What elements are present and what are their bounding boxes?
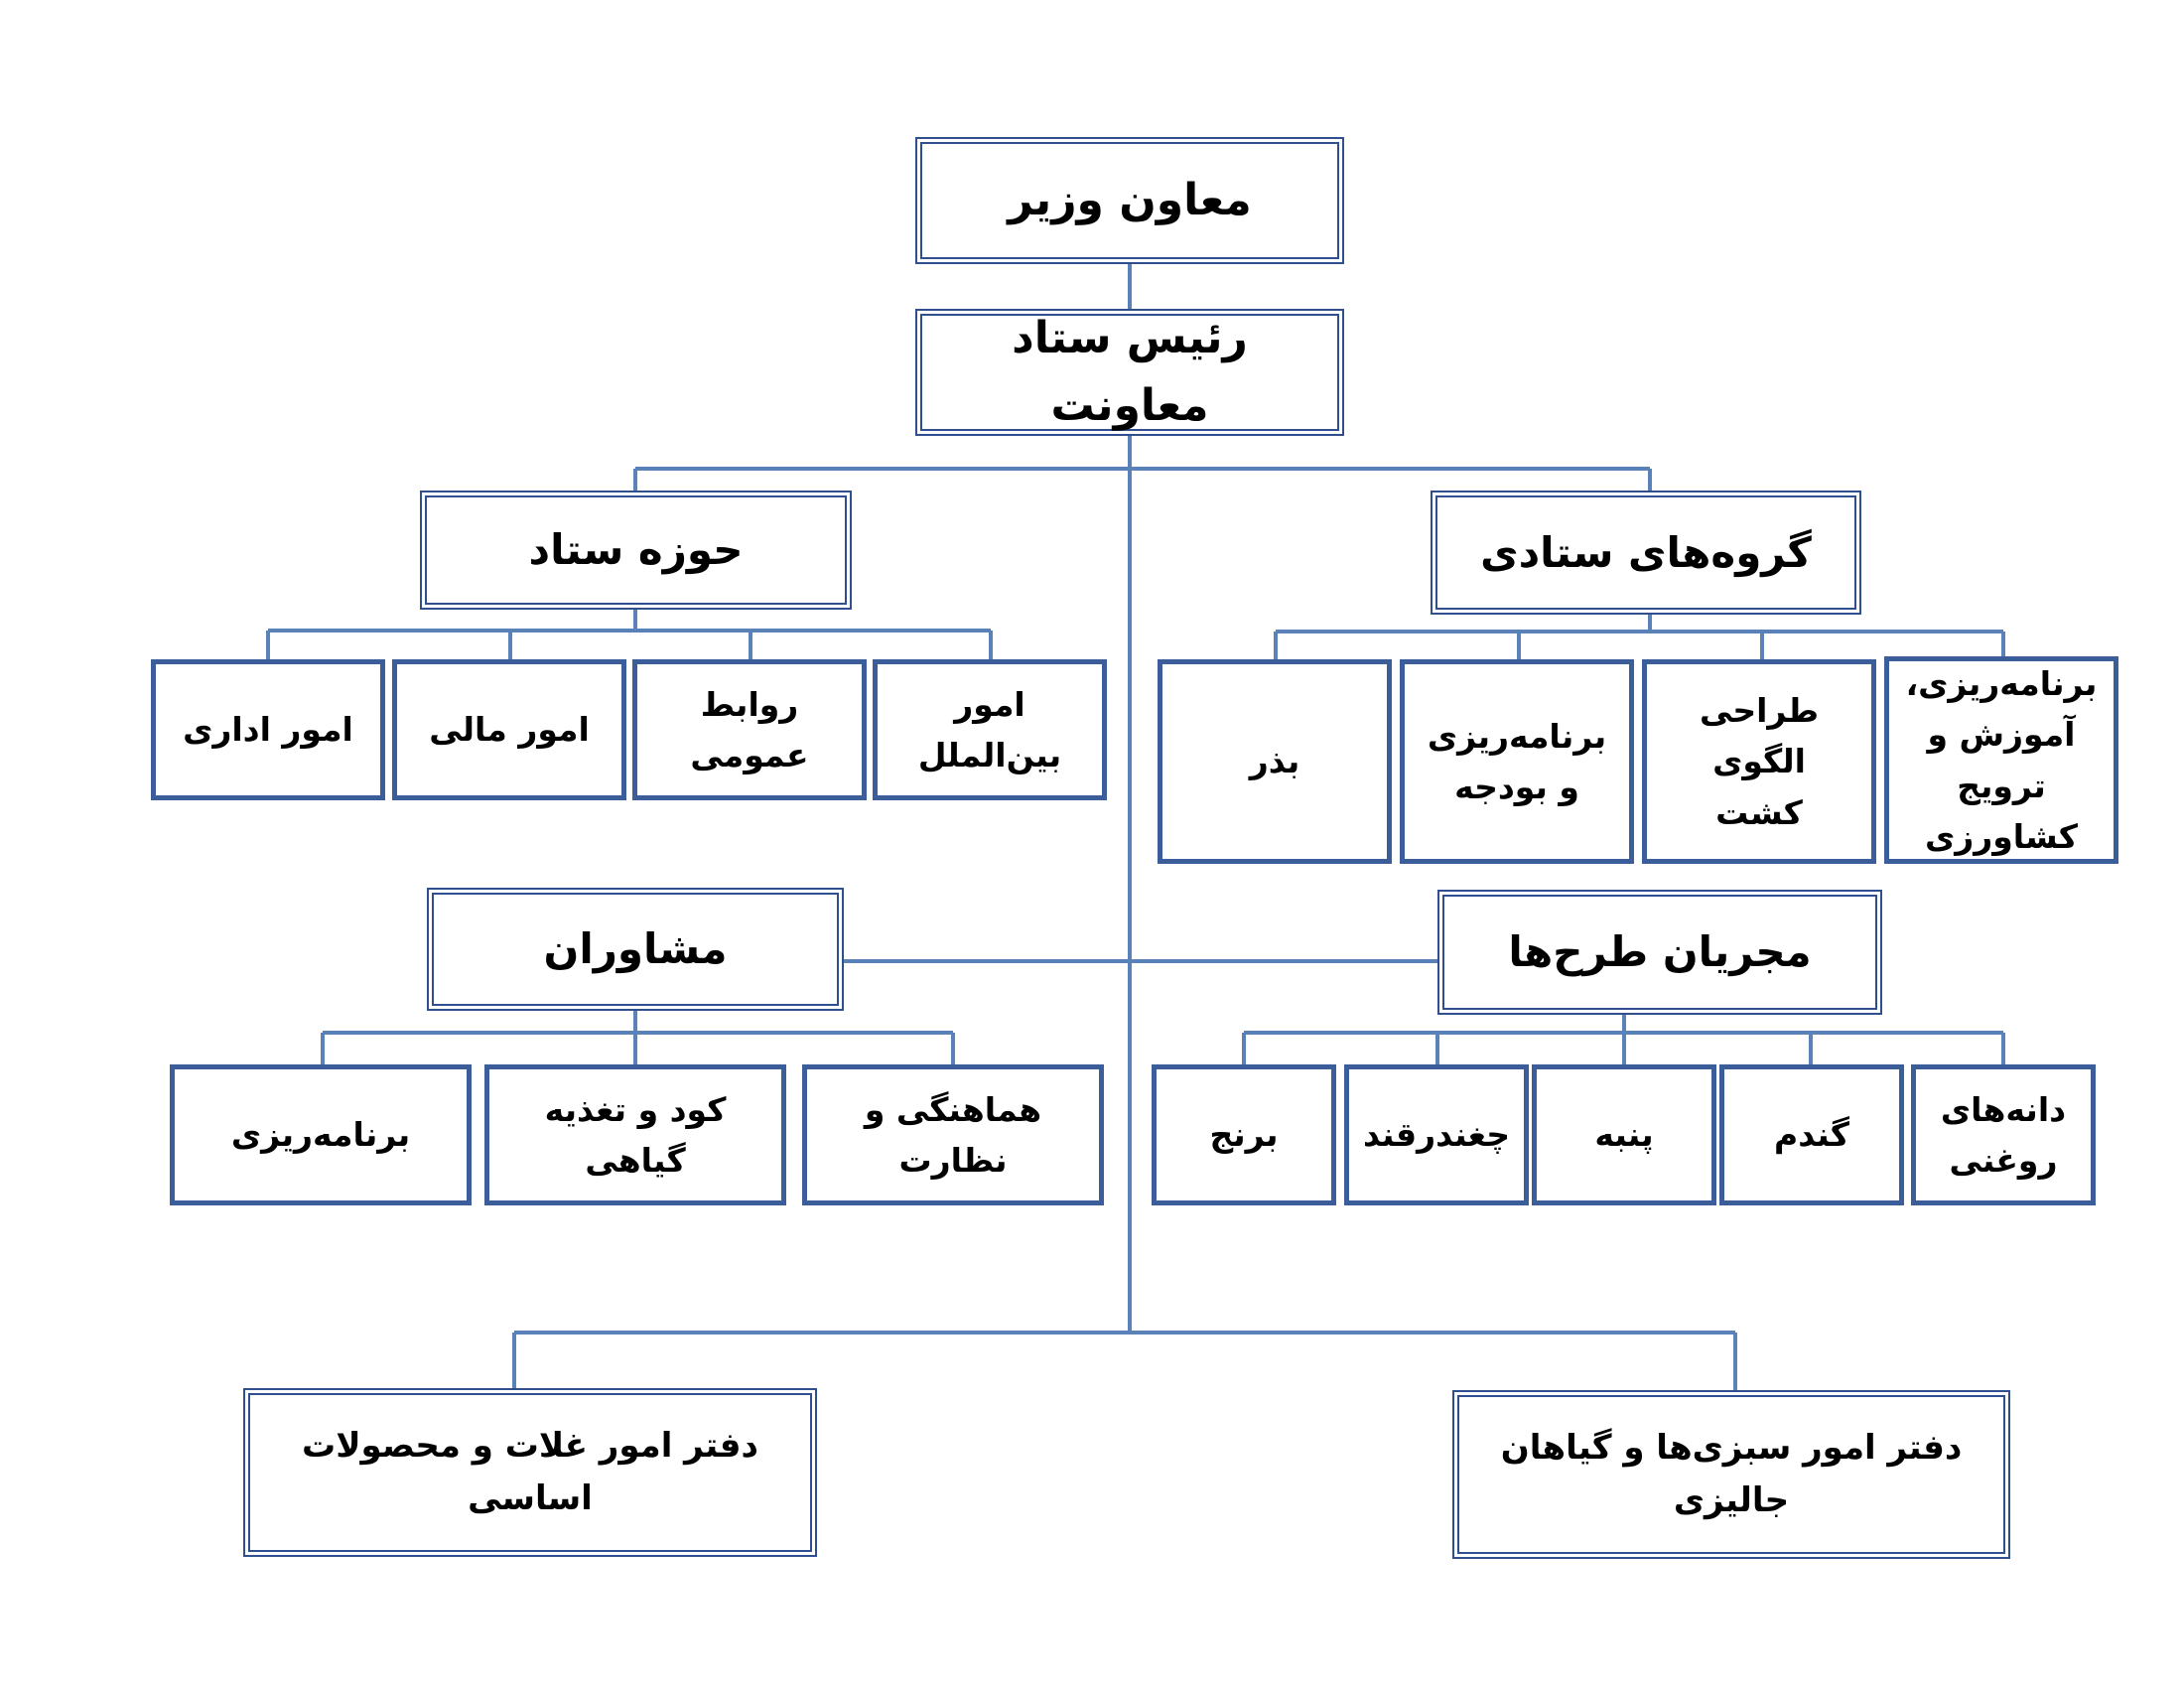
staff-head-label: رئیس ستاد معاونت xyxy=(1012,312,1248,431)
fertilizer-nutrition-label: کود و تغذیه گیاهی xyxy=(544,1089,727,1180)
admin-affairs-box: امور اداری xyxy=(151,659,385,800)
oilseeds-label: دانه‌های روغنی xyxy=(1940,1089,2067,1180)
deputy-minister-label: معاون وزیر xyxy=(1008,174,1252,225)
grains-office-label: دفتر امور غلات و محصولات اساسی xyxy=(302,1426,758,1518)
groups-setadi-title: گروه‌های ستادی xyxy=(1480,527,1812,577)
cultivation-pattern-label: طراحی الگوی کشت xyxy=(1699,691,1820,832)
groups-setadi-box: گروه‌های ستادی xyxy=(1431,491,1861,615)
coordination-supervision-label: هماهنگی و نظارت xyxy=(864,1089,1042,1180)
project-executors-box: مجریان طرح‌ها xyxy=(1437,890,1882,1015)
admin-affairs-label: امور اداری xyxy=(183,710,353,750)
planning-budget-label: برنامه‌ریزی و بودجه xyxy=(1427,716,1607,806)
seed-label: بذر xyxy=(1249,742,1300,781)
cotton-label: پنبه xyxy=(1594,1115,1654,1155)
staff-head-box: رئیس ستاد معاونت xyxy=(915,309,1344,436)
training-extension-label: برنامه‌ریزی، آموزش و ترویج کشاورزی xyxy=(1905,664,2098,856)
financial-affairs-box: امور مالی xyxy=(392,659,626,800)
advisors-box: مشاوران xyxy=(427,888,844,1011)
vegetables-office-box: دفتر امور سبزی‌ها و گیاهان جالیزی xyxy=(1452,1390,2010,1559)
rice-label: برنج xyxy=(1209,1115,1279,1155)
rice-box: برنج xyxy=(1152,1064,1336,1205)
coordination-supervision-box: هماهنگی و نظارت xyxy=(802,1064,1104,1205)
vegetables-office-label: دفتر امور سبزی‌ها و گیاهان جالیزی xyxy=(1500,1428,1963,1520)
fertilizer-nutrition-box: کود و تغذیه گیاهی xyxy=(484,1064,786,1205)
public-relations-label: روابط عمومی xyxy=(690,684,809,774)
wheat-label: گندم xyxy=(1774,1115,1849,1155)
oilseeds-box: دانه‌های روغنی xyxy=(1911,1064,2096,1205)
international-affairs-label: امور بین‌الملل xyxy=(917,684,1062,774)
hozeh-setad-box: حوزه ستاد xyxy=(420,491,852,610)
wheat-box: گندم xyxy=(1719,1064,1904,1205)
international-affairs-box: امور بین‌الملل xyxy=(873,659,1107,800)
deputy-minister-box: معاون وزیر xyxy=(915,137,1344,264)
seed-box: بذر xyxy=(1158,659,1392,864)
advisor-planning-label: برنامه‌ریزی xyxy=(230,1115,411,1155)
training-extension-box: برنامه‌ریزی، آموزش و ترویج کشاورزی xyxy=(1884,656,2118,864)
sugar-beet-label: چغندرقند xyxy=(1362,1115,1511,1155)
public-relations-box: روابط عمومی xyxy=(632,659,867,800)
advisor-planning-box: برنامه‌ریزی xyxy=(170,1064,472,1205)
sugar-beet-box: چغندرقند xyxy=(1344,1064,1529,1205)
grains-office-box: دفتر امور غلات و محصولات اساسی xyxy=(243,1388,817,1557)
financial-affairs-label: امور مالی xyxy=(429,710,590,750)
planning-budget-box: برنامه‌ریزی و بودجه xyxy=(1400,659,1634,864)
cotton-box: پنبه xyxy=(1532,1064,1716,1205)
advisors-title: مشاوران xyxy=(543,924,728,974)
cultivation-pattern-box: طراحی الگوی کشت xyxy=(1642,659,1876,864)
hozeh-setad-title: حوزه ستاد xyxy=(528,525,744,575)
project-executors-title: مجریان طرح‌ها xyxy=(1508,927,1812,977)
